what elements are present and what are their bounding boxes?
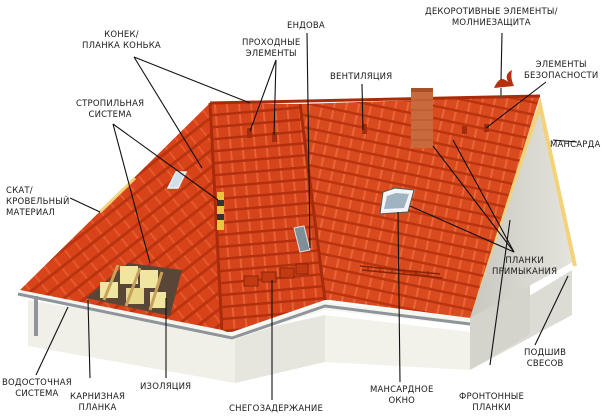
chimney <box>411 88 433 148</box>
snow-guards <box>243 263 309 287</box>
gutter <box>17 292 471 340</box>
label-drainage: ВОДОСТОЧНАЯ СИСТЕМА <box>2 378 72 399</box>
label-pass-through: ПРОХОДНЫЕ ЭЛЕМЕНТЫ <box>242 38 301 59</box>
skylight <box>166 171 188 189</box>
label-snow-guard: СНЕГОЗАДЕРЖАНИЕ <box>229 404 324 414</box>
label-mansard-window: МАНСАРДНОЕ ОКНО <box>370 385 434 406</box>
leader-lines <box>35 32 578 400</box>
house-walls <box>28 256 572 383</box>
label-mansard: МАНСАРДА <box>550 140 601 150</box>
label-soffit: ПОДШИВ СВЕСОВ <box>524 348 567 369</box>
weathercock-icon <box>494 70 514 98</box>
label-ventilation: ВЕНТИЛЯЦИЯ <box>330 72 393 82</box>
label-slope: СКАТ/ КРОВЕЛЬНЫЙ МАТЕРИАЛ <box>6 186 70 218</box>
label-decor: ДЕКОРОТИВНЫЕ ЭЛЕМЕНТЫ/ МОЛНИЕЗАЩИТА <box>425 7 558 28</box>
label-rafters: СТРОПИЛЬНАЯ СИСТЕМА <box>76 99 145 120</box>
label-valley: ЕНДОВА <box>287 21 325 31</box>
label-eaves-strip: КАРНИЗНАЯ ПЛАНКА <box>70 392 126 413</box>
label-insulation: ИЗОЛЯЦИЯ <box>140 382 192 392</box>
snow-rail <box>359 265 443 279</box>
roof-ridges <box>208 94 541 333</box>
label-safety: ЭЛЕМЕНТЫ БЕЗОПАСНОСТИ <box>524 60 599 81</box>
label-gable-strips: ФРОНТОННЫЕ ПЛАНКИ <box>459 392 525 413</box>
roof-right-slope <box>300 96 540 318</box>
valley-window <box>293 225 311 253</box>
label-ridge: КОНЕК/ ПЛАНКА КОНЬКА <box>82 30 161 51</box>
hip-rafter <box>217 192 224 230</box>
dormer-window <box>379 187 415 215</box>
roof-front-slope <box>210 103 325 332</box>
label-abutment-strips: ПЛАНКИ ПРИМЫКАНИЯ <box>492 256 558 277</box>
roof-cutaway <box>86 263 182 316</box>
